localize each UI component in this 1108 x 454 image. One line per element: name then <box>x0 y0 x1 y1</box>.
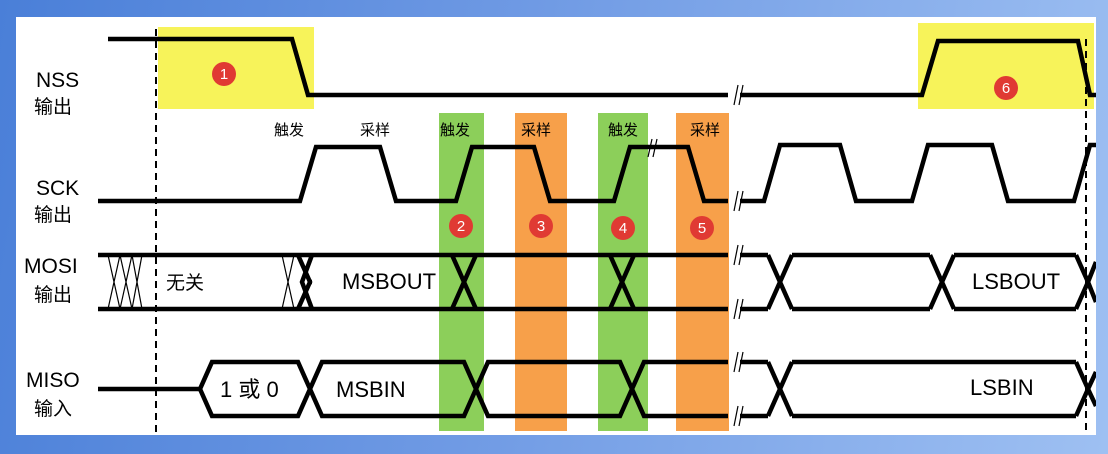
mosi-break-mark-top <box>733 244 739 266</box>
nss-signal-direction: 输出 <box>34 96 72 118</box>
mosi-dontcare-text: 无关 <box>166 272 204 294</box>
mosi-transition-1 <box>295 254 313 310</box>
svg-text:4: 4 <box>619 220 627 237</box>
mosi-transition-3 <box>607 254 637 310</box>
miso-break-mark-top-2 <box>738 351 744 373</box>
nss-waveform <box>108 36 728 98</box>
marker-5: 5 <box>690 216 714 240</box>
mosi-signal-name: MOSI <box>24 255 78 278</box>
sck-high-break-mark-2 <box>652 138 658 158</box>
mosi-break-mark-top-2 <box>738 244 744 266</box>
mosi-dontcare-hatch-right <box>281 254 295 310</box>
miso-break-mark-top <box>733 351 739 373</box>
marker-4: 4 <box>611 216 635 240</box>
sck-signal-name: SCK <box>36 177 79 200</box>
nss-break-mark-2 <box>738 84 744 106</box>
miso-bus <box>197 359 728 419</box>
miso-break-mark-bottom <box>733 405 739 427</box>
sck-break-mark <box>733 190 739 212</box>
miso-break-mark-bottom-2 <box>738 405 744 427</box>
sample-band-2 <box>676 113 729 431</box>
svg-text:6: 6 <box>1002 80 1010 97</box>
nss-waveform-end <box>740 38 1096 98</box>
sck-signal-direction: 输出 <box>34 204 72 226</box>
mosi-transition-2 <box>449 254 479 310</box>
mosi-lsbout-text: LSBOUT <box>972 269 1060 294</box>
mosi-break-mark-bottom-2 <box>738 298 744 320</box>
timing-diagram-canvas: NSS 输出 SCK 输出 MOSI 输出 MISO 输入 触发 采样 触发 采… <box>24 23 1096 433</box>
nss-break-mark <box>733 84 739 106</box>
mosi-signal-direction: 输出 <box>34 284 72 306</box>
sample-label-1: 采样 <box>360 121 390 139</box>
trigger-label-1: 触发 <box>274 121 304 139</box>
mosi-break-mark-bottom <box>733 298 739 320</box>
miso-idle-text: 1 或 0 <box>220 377 279 402</box>
sample-label-2: 采样 <box>521 121 551 139</box>
sck-break-mark-2 <box>738 190 744 212</box>
mosi-transition-start <box>299 254 315 310</box>
miso-lsbin-text: LSBIN <box>970 375 1034 400</box>
trigger-label-2: 触发 <box>440 121 470 139</box>
sample-band-1 <box>515 113 567 431</box>
miso-msbin-text: MSBIN <box>336 377 406 402</box>
miso-bus-end <box>740 359 1096 419</box>
spi-timing-diagram: NSS 输出 SCK 输出 MOSI 输出 MISO 输入 触发 采样 触发 采… <box>16 17 1096 435</box>
miso-signal-name: MISO <box>26 369 80 392</box>
svg-text:3: 3 <box>537 218 545 235</box>
marker-1: 1 <box>212 62 236 86</box>
mosi-dontcare-hatch-left <box>107 254 143 310</box>
sck-waveform-end <box>740 142 1096 204</box>
mosi-bus-end <box>740 252 1096 312</box>
marker-2: 2 <box>449 214 473 238</box>
svg-text:2: 2 <box>457 218 465 235</box>
miso-signal-direction: 输入 <box>34 398 72 420</box>
sck-waveform <box>98 144 728 204</box>
sck-high-break-mark <box>647 138 653 158</box>
nss-signal-name: NSS <box>36 69 79 92</box>
svg-text:5: 5 <box>698 220 706 237</box>
marker-6: 6 <box>994 76 1018 100</box>
mosi-msbout-text: MSBOUT <box>342 269 436 294</box>
sample-label-3: 采样 <box>690 121 720 139</box>
trigger-band-2 <box>598 113 648 431</box>
trigger-label-3: 触发 <box>608 121 638 139</box>
svg-text:1: 1 <box>220 66 228 83</box>
marker-3: 3 <box>529 214 553 238</box>
